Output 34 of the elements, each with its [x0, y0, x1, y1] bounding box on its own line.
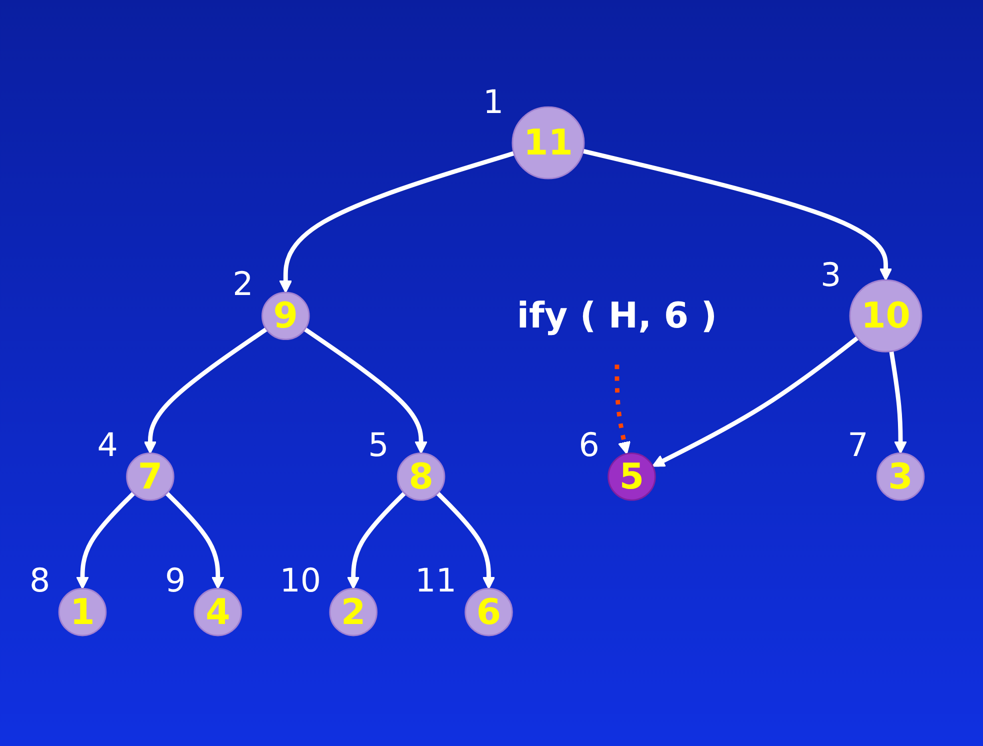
- arrow: [436, 492, 496, 590]
- node-text: ify ( H, 6 ): [516, 295, 718, 337]
- node-circle: 10: [849, 280, 922, 352]
- node-number: 3: [820, 256, 842, 294]
- arrow: [582, 149, 892, 281]
- node-number: 1: [482, 83, 504, 122]
- node-number: 5: [368, 426, 389, 464]
- node-circle: 6: [464, 588, 513, 636]
- node-circle: 2: [329, 588, 378, 636]
- node-number: 2: [232, 265, 254, 304]
- arrow: [279, 151, 515, 294]
- arrow: [889, 350, 908, 454]
- arrow: [165, 492, 224, 590]
- node-number: 11: [415, 562, 456, 600]
- node-circle: 11: [512, 106, 585, 180]
- arrow: [652, 336, 859, 467]
- arrow: [346, 492, 406, 590]
- arrow: [76, 492, 136, 590]
- node-number: 10: [280, 562, 322, 600]
- arrow: [304, 327, 428, 454]
- node-number: 6: [578, 426, 600, 464]
- node-circle: 7: [126, 452, 174, 501]
- node-circle: 3: [876, 452, 925, 501]
- node-circle: 9: [261, 292, 310, 340]
- arrow: [614, 364, 631, 454]
- node-number: 4: [97, 426, 118, 464]
- node-circle: 1: [58, 588, 107, 636]
- node-circle: 5: [608, 452, 656, 501]
- node-number: 8: [30, 562, 50, 600]
- node-circle: 4: [194, 588, 242, 636]
- node-circle: 8: [396, 452, 446, 501]
- node-number: 9: [164, 562, 186, 600]
- arrow: [144, 327, 268, 454]
- node-number: 7: [848, 426, 868, 464]
